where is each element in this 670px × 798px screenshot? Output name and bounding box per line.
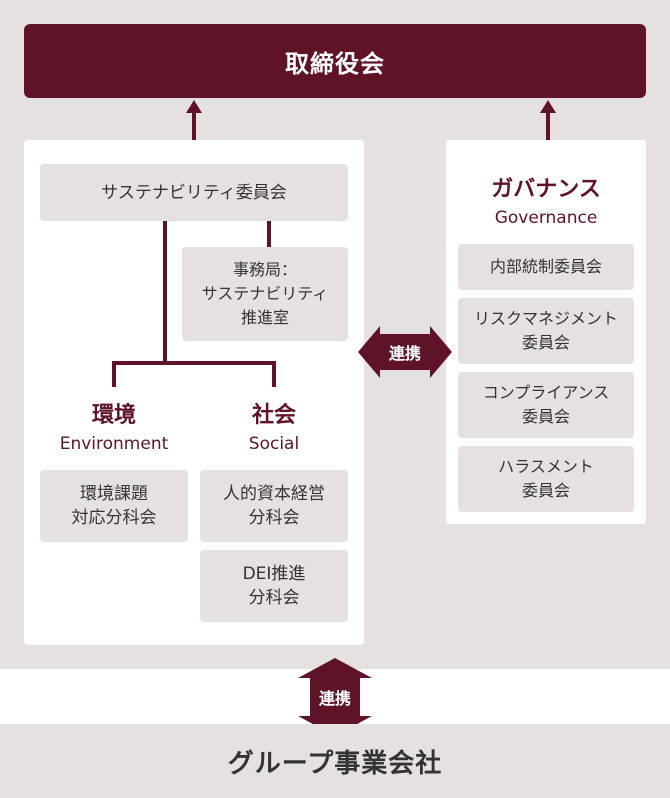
harassment-line2: 委員会 bbox=[521, 481, 570, 500]
social-title: 社会 bbox=[251, 403, 296, 428]
human-capital-line2: 分科会 bbox=[248, 508, 300, 528]
environment-branch-line bbox=[112, 361, 116, 387]
compliance-committee-box: コンプライアンス 委員会 bbox=[458, 372, 634, 438]
dei-line2: 分科会 bbox=[248, 588, 300, 608]
secretariat-line1: 事務局： bbox=[232, 260, 297, 279]
dei-line1: DEI推進 bbox=[242, 564, 306, 584]
board-label: 取締役会 bbox=[285, 49, 385, 78]
sustainability-committee-label: サステナビリティ委員会 bbox=[101, 182, 287, 203]
risk-management-line1: リスクマネジメント bbox=[473, 309, 618, 328]
social-branch-line bbox=[272, 361, 276, 387]
secretariat-line3: 推進室 bbox=[240, 308, 289, 327]
secretariat-box: 事務局： サステナビリティ 推進室 bbox=[182, 247, 348, 341]
middle-link-label: 連携 bbox=[388, 344, 421, 363]
environment-title: 環境 bbox=[91, 403, 136, 428]
environment-subcommittee-box: 環境課題 対応分科会 bbox=[40, 470, 188, 542]
bottom-link-label: 連携 bbox=[318, 689, 351, 708]
internal-control-committee-box: 内部統制委員会 bbox=[458, 244, 634, 290]
governance-subtitle: Governance bbox=[494, 208, 598, 228]
human-capital-subcommittee-box: 人的資本経営 分科会 bbox=[200, 470, 348, 542]
bottom-link-arrow bbox=[298, 658, 372, 736]
internal-control-label: 内部統制委員会 bbox=[489, 257, 602, 276]
harassment-committee-box: ハラスメント 委員会 bbox=[458, 446, 634, 512]
tree-branch-line bbox=[112, 361, 276, 365]
environment-box-line2: 対応分科会 bbox=[71, 508, 157, 528]
compliance-line1: コンプライアンス bbox=[482, 383, 610, 402]
right-up-arrow-head bbox=[540, 100, 556, 113]
governance-title: ガバナンス bbox=[491, 177, 601, 202]
secretariat-line2: サステナビリティ bbox=[201, 284, 329, 303]
tree-trunk-line bbox=[163, 221, 167, 363]
environment-subtitle: Environment bbox=[59, 434, 169, 454]
risk-management-line2: 委員会 bbox=[521, 333, 570, 352]
human-capital-line1: 人的資本経営 bbox=[223, 484, 325, 504]
risk-management-committee-box: リスクマネジメント 委員会 bbox=[458, 298, 634, 364]
environment-box-line1: 環境課題 bbox=[80, 484, 148, 504]
group-companies-label: グループ事業会社 bbox=[227, 748, 443, 779]
social-subtitle: Social bbox=[248, 434, 300, 454]
group-companies-box: グループ事業会社 bbox=[0, 724, 670, 798]
board-of-directors-box: 取締役会 bbox=[24, 24, 646, 98]
harassment-line1: ハラスメント bbox=[498, 457, 594, 476]
sustainability-committee-box: サステナビリティ委員会 bbox=[40, 164, 348, 221]
compliance-line2: 委員会 bbox=[521, 407, 570, 426]
left-up-arrow-head bbox=[186, 100, 202, 113]
middle-link-arrow bbox=[358, 326, 452, 378]
office-connector-line bbox=[267, 221, 271, 247]
dei-subcommittee-box: DEI推進 分科会 bbox=[200, 550, 348, 622]
